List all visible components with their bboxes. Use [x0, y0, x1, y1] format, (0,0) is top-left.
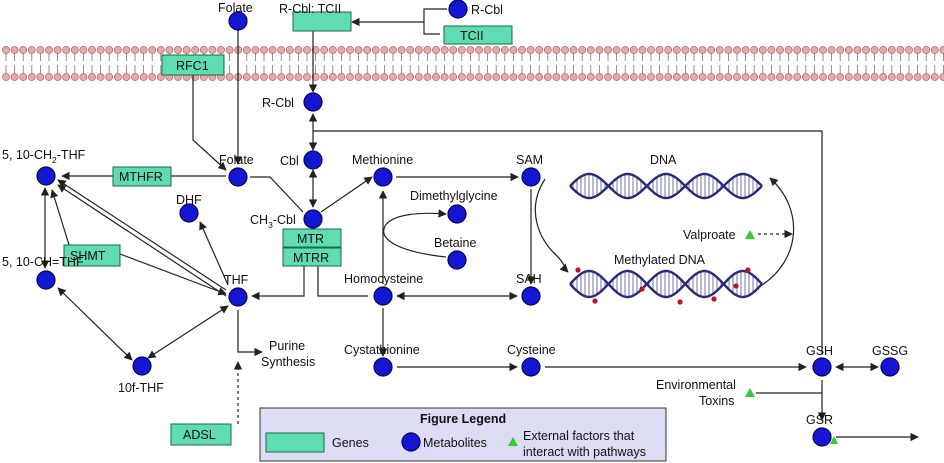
- valproate-label: Valproate: [683, 228, 736, 242]
- svg-text:CH3-Cbl: CH3-Cbl: [250, 213, 296, 230]
- metabolite-ch3cbl: CH3-Cbl: [250, 209, 323, 230]
- svg-text:10f-THF: 10f-THF: [118, 381, 164, 395]
- svg-text:Betaine: Betaine: [434, 236, 476, 250]
- svg-text:MTRR: MTRR: [293, 251, 329, 265]
- genes: R-Cbl: TCII TCII RFC1 MTHFR SHMT MTR MTR…: [63, 2, 513, 446]
- svg-text:MTHFR: MTHFR: [119, 170, 163, 184]
- svg-text:Cysteine: Cysteine: [507, 343, 556, 357]
- svg-text:5, 10-CH=THF: 5, 10-CH=THF: [2, 255, 84, 269]
- svg-text:RFC1: RFC1: [176, 59, 209, 73]
- svg-text:TCII: TCII: [460, 29, 484, 43]
- figure-legend: Figure Legend Genes Metabolites External…: [259, 407, 667, 462]
- env-toxins-label-2: Toxins: [699, 394, 734, 408]
- metabolite-rcbl: R-Cbl: [262, 92, 323, 112]
- metabolites: Folate R-Cbl R-Cbl Folate Cbl Methionine…: [2, 0, 908, 447]
- legend-external-swatch: [508, 437, 518, 446]
- svg-text:GSSG: GSSG: [872, 344, 908, 358]
- legend-title: Figure Legend: [420, 412, 506, 426]
- gene-adsl: ADSL: [170, 423, 232, 446]
- purine-label-2: Synthesis: [261, 355, 315, 369]
- svg-text:MTR: MTR: [297, 232, 324, 246]
- gene-mtr: MTR: [282, 228, 342, 248]
- gene-mtrr: MTRR: [282, 247, 342, 267]
- gene-rcbl-tcii: R-Cbl: TCII: [279, 2, 352, 32]
- gene-mthfr: MTHFR: [112, 166, 172, 187]
- svg-text:5, 10-CH2-THF: 5, 10-CH2-THF: [2, 148, 86, 165]
- dna-label: DNA: [650, 153, 677, 167]
- metabolite-thf: THF: [224, 273, 249, 307]
- svg-text:Dimethylglycine: Dimethylglycine: [410, 189, 498, 203]
- metabolite-sam: SAM: [516, 153, 543, 187]
- svg-text:SHMT: SHMT: [70, 249, 106, 263]
- gene-shmt: SHMT: [63, 244, 121, 267]
- metabolite-methionine: Methionine: [352, 153, 413, 187]
- metabolite-gsr: GSR: [806, 413, 838, 447]
- svg-text:R-Cbl: R-Cbl: [262, 96, 294, 110]
- metabolite-chthf: 5, 10-CH=THF: [2, 255, 84, 290]
- svg-text:Cystathionine: Cystathionine: [344, 343, 420, 357]
- metabolite-10f-thf: 10f-THF: [118, 356, 164, 395]
- annotations: Purine Synthesis DNA Methylated DNA Valp…: [261, 153, 755, 408]
- env-toxins-marker: [745, 388, 755, 397]
- svg-text:GSH: GSH: [806, 344, 833, 358]
- legend-genes: Genes: [332, 436, 369, 450]
- metabolite-betaine: Betaine: [434, 236, 476, 270]
- valproate-marker: [745, 230, 755, 239]
- dna-helix: [569, 172, 763, 200]
- legend-metabolite-swatch: [401, 432, 421, 452]
- legend-gene-swatch: [265, 432, 325, 453]
- svg-text:SAM: SAM: [516, 153, 543, 167]
- svg-text:SAH: SAH: [516, 272, 542, 286]
- metabolite-ch2thf: 5, 10-CH2-THF: [2, 148, 86, 186]
- metabolite-gsh: GSH: [806, 344, 833, 377]
- env-toxins-label-1: Environmental: [656, 378, 736, 392]
- metabolite-rcbl-top: R-Cbl: [448, 0, 503, 19]
- metabolite-dimethylglycine: Dimethylglycine: [410, 189, 498, 224]
- svg-text:GSR: GSR: [806, 413, 833, 427]
- pathway-connectors: [40, 8, 919, 442]
- svg-text:Folate: Folate: [219, 153, 254, 167]
- svg-text:Folate: Folate: [218, 1, 253, 15]
- svg-text:R-Cbl: R-Cbl: [471, 3, 503, 17]
- metabolite-dhf: DHF: [176, 193, 202, 223]
- metabolite-gssg: GSSG: [872, 344, 908, 377]
- svg-text:ADSL: ADSL: [183, 428, 216, 442]
- legend-external-2: interact with pathways: [523, 445, 646, 459]
- metabolite-folate-top: Folate: [218, 1, 253, 31]
- methylated-dna-helix: [569, 267, 763, 305]
- metabolite-folate: Folate: [219, 153, 254, 187]
- svg-text:DHF: DHF: [176, 193, 202, 207]
- purine-label-1: Purine: [269, 339, 305, 353]
- methylated-dna-label: Methylated DNA: [614, 253, 706, 267]
- svg-text:R-Cbl: TCII: R-Cbl: TCII: [279, 2, 341, 16]
- metabolite-cystathionine: Cystathionine: [344, 343, 420, 377]
- svg-text:THF: THF: [224, 273, 249, 287]
- gene-rfc1: RFC1: [161, 54, 225, 76]
- metabolite-cbl: Cbl: [280, 150, 323, 170]
- legend-external-1: External factors that: [523, 429, 635, 443]
- metabolite-homocysteine: Homocysteine: [344, 272, 423, 306]
- svg-text:Homocysteine: Homocysteine: [344, 272, 423, 286]
- metabolite-sah: SAH: [516, 272, 542, 306]
- svg-text:Cbl: Cbl: [280, 154, 299, 168]
- legend-metabolites: Metabolites: [423, 436, 487, 450]
- cell-membrane: [2, 46, 944, 81]
- svg-text:Methionine: Methionine: [352, 153, 413, 167]
- gene-tcii: TCII: [443, 25, 513, 45]
- gsr-external-marker: [830, 436, 838, 444]
- metabolite-cysteine: Cysteine: [507, 343, 556, 377]
